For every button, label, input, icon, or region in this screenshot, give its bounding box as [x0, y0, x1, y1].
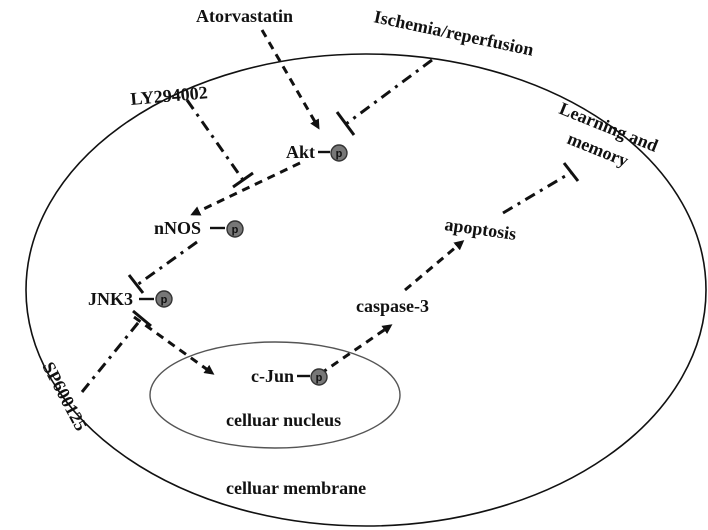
- label-jnk3: JNK3: [88, 289, 133, 309]
- nnos-phospho-circle: [226, 220, 244, 238]
- arrow-akt-nnos: [190, 161, 301, 216]
- label-ischemia-reperfusion: Ischemia/reperfusion: [372, 6, 535, 59]
- inhibit-bar-ly294002: [232, 171, 254, 189]
- arrow-jnk3-cjun: [133, 315, 215, 375]
- label-celluar-nucleus: celluar nucleus: [226, 410, 341, 430]
- arrow-cjun-caspase3: [319, 324, 393, 376]
- inhibit-apoptosis-memory: [502, 170, 573, 215]
- cjun-phospho-circle: [310, 368, 328, 386]
- akt-phospho-circle: [330, 144, 348, 162]
- label-nnos: nNOS: [154, 218, 201, 238]
- inhibit-ly294002: [185, 99, 245, 181]
- inhibit-bar-sp600125: [132, 309, 152, 328]
- jnk3-phospho-label: p: [161, 294, 168, 306]
- nnos-phospho-label: p: [232, 224, 239, 236]
- arrow-caspase3-apoptosis: [404, 240, 465, 292]
- label-caspase-3: caspase-3: [356, 296, 429, 316]
- cell-nucleus: [149, 341, 401, 449]
- cell-membrane: [25, 53, 707, 527]
- inhibit-ischemia-akt: [345, 58, 433, 126]
- label-apoptosis: apoptosis: [443, 214, 517, 244]
- arrow-atorvastatin-akt: [260, 29, 320, 130]
- inhibit-bar-ischemia: [335, 111, 356, 136]
- label-atorvastatin: Atorvastatin: [196, 6, 293, 26]
- jnk3-phospho-circle: [155, 290, 173, 308]
- cjun-phospho-label: p: [316, 372, 323, 384]
- label-ly294002: LY294002: [130, 82, 209, 109]
- label-celluar-membrane: celluar membrane: [226, 478, 366, 498]
- akt-phospho-label: p: [336, 148, 343, 160]
- label-akt: Akt: [286, 142, 315, 162]
- inhibit-nnos-jnk3: [136, 240, 198, 287]
- inhibit-sp600125: [80, 317, 144, 393]
- inhibit-bar-apoptosis: [562, 162, 580, 182]
- label-c-jun: c-Jun: [251, 366, 294, 386]
- label-sp600125: SP600125: [38, 358, 91, 434]
- inhibit-bar-nnos: [127, 274, 145, 294]
